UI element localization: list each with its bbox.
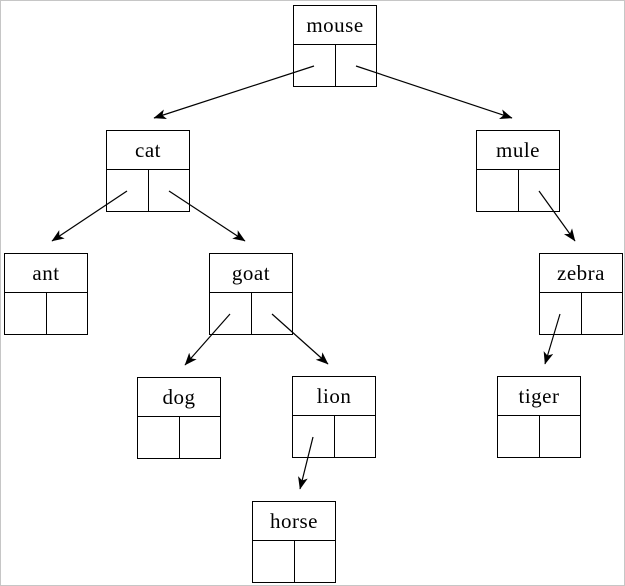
node-label-ant: ant: [5, 254, 87, 293]
node-label-dog: dog: [138, 378, 220, 417]
right-pointer-cell-ant: [47, 293, 88, 334]
pointer-cells-horse: [253, 541, 335, 582]
right-pointer-cell-tiger: [540, 416, 581, 457]
right-pointer-cell-goat: [252, 293, 293, 334]
right-pointer-cell-cat: [149, 170, 190, 211]
pointer-cells-goat: [210, 293, 292, 334]
tree-node-zebra: zebra: [539, 253, 623, 335]
tree-edge-mouse-cat: [153, 65, 315, 120]
pointer-cells-tiger: [498, 416, 580, 457]
tree-node-mule: mule: [476, 130, 560, 212]
tree-node-mouse: mouse: [293, 5, 377, 87]
left-pointer-cell-mouse: [294, 45, 336, 86]
left-pointer-cell-horse: [253, 541, 295, 582]
pointer-cells-lion: [293, 416, 375, 457]
node-label-lion: lion: [293, 377, 375, 416]
tree-node-goat: goat: [209, 253, 293, 335]
right-pointer-cell-lion: [335, 416, 376, 457]
pointer-cells-cat: [107, 170, 189, 211]
left-pointer-cell-cat: [107, 170, 149, 211]
right-pointer-cell-horse: [295, 541, 336, 582]
left-pointer-cell-ant: [5, 293, 47, 334]
node-label-mule: mule: [477, 131, 559, 170]
pointer-cells-zebra: [540, 293, 622, 334]
right-pointer-cell-mouse: [336, 45, 377, 86]
left-pointer-cell-zebra: [540, 293, 582, 334]
tree-node-cat: cat: [106, 130, 190, 212]
node-label-mouse: mouse: [294, 6, 376, 45]
left-pointer-cell-lion: [293, 416, 335, 457]
pointer-cells-ant: [5, 293, 87, 334]
left-pointer-cell-mule: [477, 170, 519, 211]
tree-node-ant: ant: [4, 253, 88, 335]
right-pointer-cell-dog: [180, 417, 221, 458]
tree-node-horse: horse: [252, 501, 336, 583]
node-label-goat: goat: [210, 254, 292, 293]
pointer-cells-mule: [477, 170, 559, 211]
right-pointer-cell-zebra: [582, 293, 623, 334]
right-pointer-cell-mule: [519, 170, 560, 211]
pointer-cells-dog: [138, 417, 220, 458]
pointer-cells-mouse: [294, 45, 376, 86]
tree-node-tiger: tiger: [497, 376, 581, 458]
tree-node-dog: dog: [137, 377, 221, 459]
node-label-tiger: tiger: [498, 377, 580, 416]
tree-node-lion: lion: [292, 376, 376, 458]
node-label-zebra: zebra: [540, 254, 622, 293]
left-pointer-cell-tiger: [498, 416, 540, 457]
tree-edge-mouse-mule: [355, 65, 513, 119]
left-pointer-cell-goat: [210, 293, 252, 334]
node-label-horse: horse: [253, 502, 335, 541]
left-pointer-cell-dog: [138, 417, 180, 458]
node-label-cat: cat: [107, 131, 189, 170]
